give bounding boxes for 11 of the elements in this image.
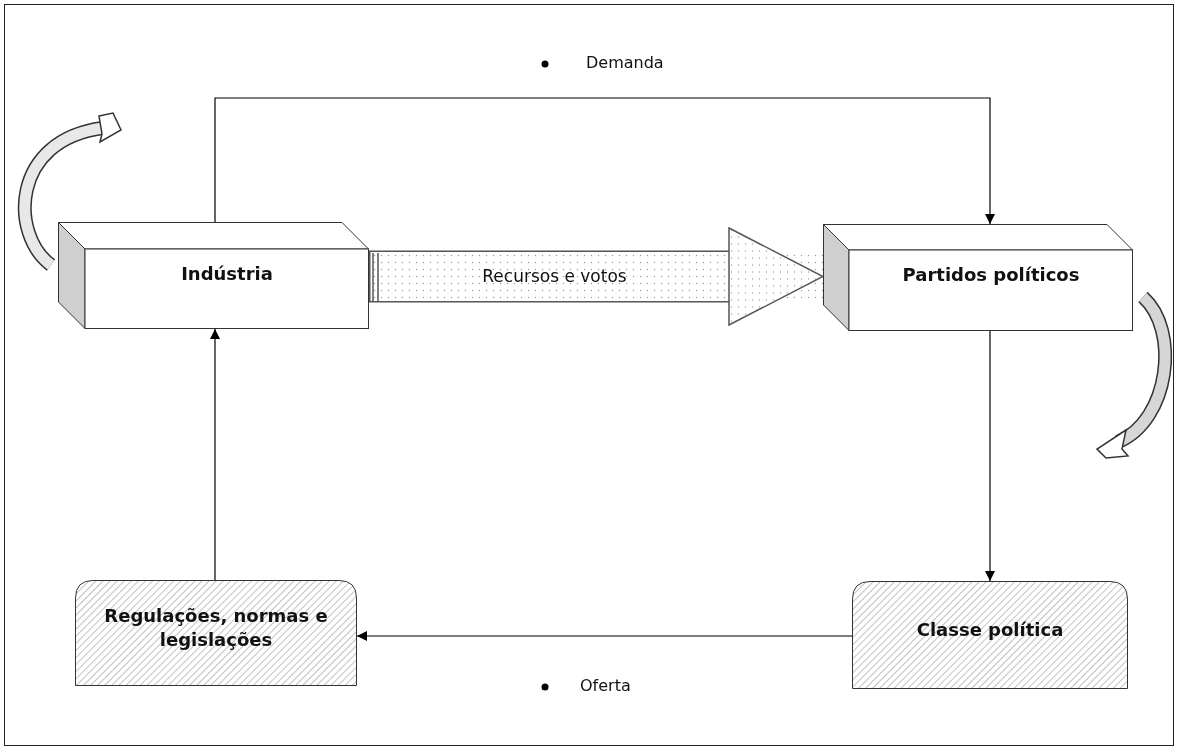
node-title: Partidos políticos <box>902 262 1080 287</box>
node-title: Classe política <box>916 617 1064 642</box>
arrow <box>214 97 995 225</box>
edge-label: Recursos e votos <box>481 266 628 286</box>
arrow <box>356 631 853 641</box>
flow-label: Demanda <box>586 53 664 72</box>
node-title: Regulações, normas e legislações <box>103 603 329 652</box>
node-title: Indústria <box>181 261 273 286</box>
flow-label: Oferta <box>580 676 631 695</box>
arrow <box>210 328 220 581</box>
arrow <box>985 330 995 582</box>
